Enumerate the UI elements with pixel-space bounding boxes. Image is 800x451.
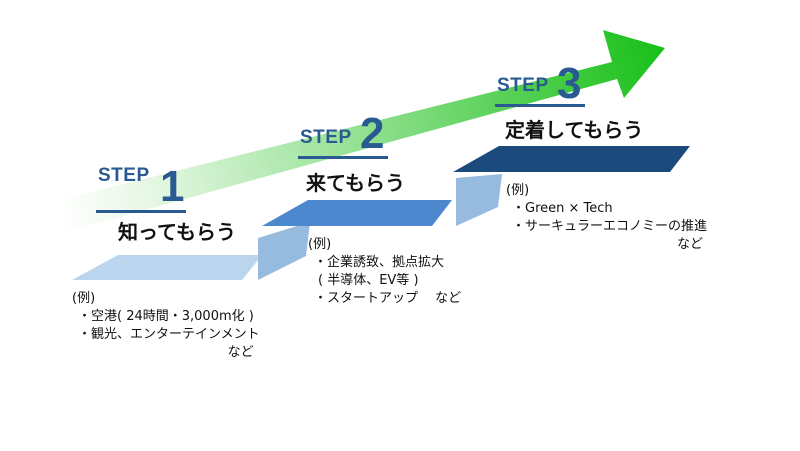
step1-label: STEP xyxy=(98,166,150,185)
step1-examples: (例) ・空港( 24時間・3,000m化 ) ・観光、エンターテインメント な… xyxy=(72,290,260,362)
step1-title: 知ってもらう xyxy=(118,220,236,244)
step3-label: STEP xyxy=(497,76,549,95)
step3-platform-top xyxy=(453,146,690,172)
step2-example-line: ( 半導体、EV等 ) xyxy=(318,273,419,288)
step3-example-line: ・サーキュラーエコノミーの推進 xyxy=(512,219,708,234)
step1-example-line: ・空港( 24時間・3,000m化 ) xyxy=(78,309,254,324)
step1-example-heading: (例) xyxy=(72,291,96,306)
step3-title: 定着してもらう xyxy=(505,118,644,142)
step2-title: 来てもらう xyxy=(306,171,405,195)
step2-riser xyxy=(456,174,502,226)
step1-underline xyxy=(96,210,186,213)
step1-step-word: STEP xyxy=(98,165,150,186)
step2-label: STEP xyxy=(300,128,352,147)
step2-example-line: ・スタートアップ など xyxy=(314,291,462,306)
step3-example-heading: (例) xyxy=(506,183,530,198)
step3-example-suffix: など xyxy=(677,237,704,252)
step2-example-heading: (例) xyxy=(308,237,332,252)
step3-number: 3 xyxy=(557,59,582,108)
step3-example-line: ・Green × Tech xyxy=(512,201,613,216)
step2-examples: (例) ・企業誘致、拠点拡大 ( 半導体、EV等 ) ・スタートアップ など xyxy=(308,236,461,308)
step3-examples: (例) ・Green × Tech ・サーキュラーエコノミーの推進 など xyxy=(506,182,707,254)
step3-underline xyxy=(495,104,585,107)
step2-step-word: STEP xyxy=(300,127,352,148)
step2-underline xyxy=(298,156,388,159)
step1-platform-top xyxy=(72,255,262,280)
growth-arrow xyxy=(60,30,665,232)
step2-example-line: ・企業誘致、拠点拡大 xyxy=(314,255,445,270)
step2-number: 2 xyxy=(360,109,385,158)
step3-step-word: STEP xyxy=(497,75,549,96)
step1-riser xyxy=(258,222,310,280)
step2-platform-top xyxy=(262,200,452,226)
step1-example-suffix: など xyxy=(227,345,254,360)
step1-number: 1 xyxy=(160,162,185,211)
step1-example-line: ・観光、エンターテインメント xyxy=(78,327,260,342)
